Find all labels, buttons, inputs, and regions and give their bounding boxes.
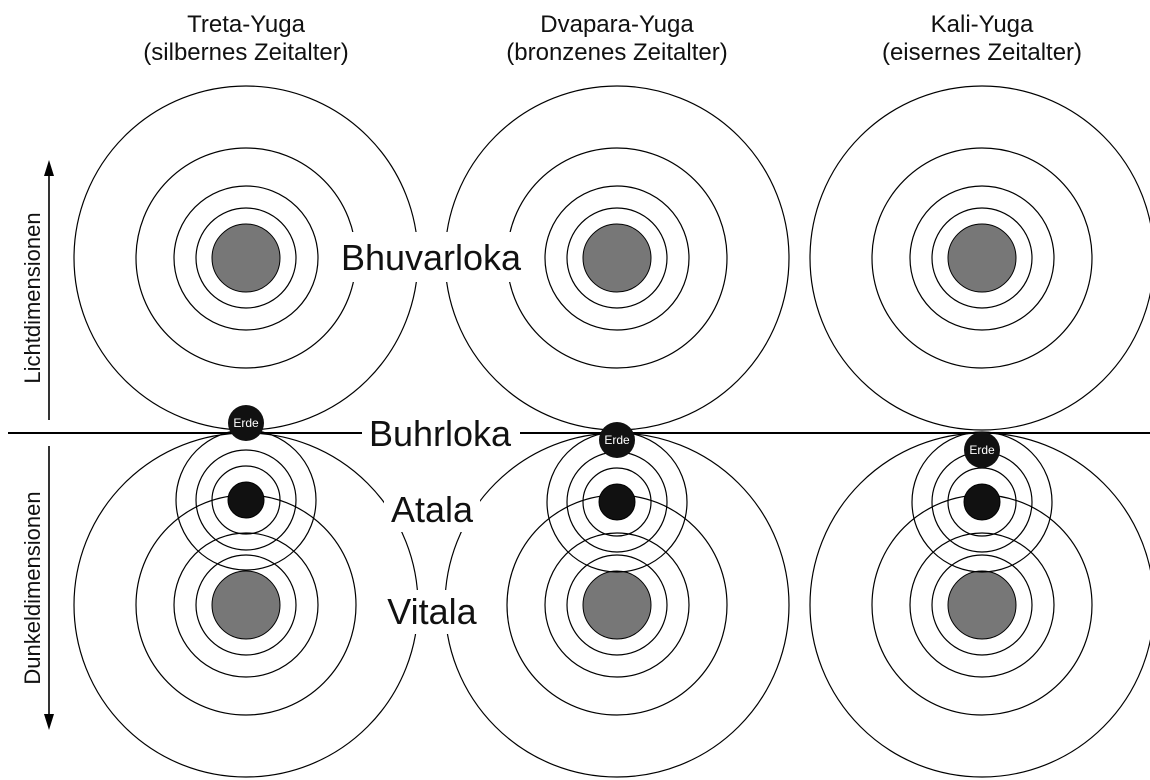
- buhrloka-label-bg: [362, 412, 520, 456]
- label-atala: Atala: [391, 489, 474, 530]
- earth-label-3: Erde: [969, 443, 995, 457]
- atala-core-2: [598, 483, 636, 521]
- atala-ring-1-2: [195, 449, 297, 551]
- column-2-subtitle: (bronzenes Zeitalter): [506, 39, 727, 66]
- upper-ring-2-3: [544, 185, 690, 331]
- upper-core-3: [947, 223, 1017, 293]
- lower-ring-1-4: [195, 554, 297, 656]
- upper-core-1: [211, 223, 281, 293]
- vitala-label-bg: [384, 590, 480, 634]
- lower-ring-3-4: [931, 554, 1033, 656]
- column-3-title: Kali-Yuga: [931, 11, 1034, 38]
- column-1-subtitle: (silbernes Zeitalter): [143, 39, 348, 66]
- vertical-axis: Lichtdimensionen Dunkeldimensionen: [20, 160, 54, 730]
- label-vitala: Vitala: [387, 591, 477, 632]
- upper-ring-2-4: [566, 207, 668, 309]
- column-1-title: Treta-Yuga: [187, 11, 305, 38]
- column-headers: Treta-Yuga (silbernes Zeitalter) Dvapara…: [143, 11, 1082, 66]
- up-arrow-head: [44, 160, 54, 176]
- earth-marker-2: [599, 422, 635, 458]
- earth-marker-3: [964, 432, 1000, 468]
- lower-core-3: [947, 570, 1017, 640]
- upper-ring-3-1: [809, 85, 1150, 431]
- level-labels: Bhuvarloka Buhrloka Atala Vitala: [336, 232, 526, 634]
- earth-markers: Erde Erde Erde: [228, 405, 1000, 468]
- bhuvarloka-label-bg: [336, 232, 526, 282]
- earth-marker-1: [228, 405, 264, 441]
- upper-ring-1-4: [195, 207, 297, 309]
- column-3-subtitle: (eisernes Zeitalter): [882, 39, 1082, 66]
- earth-label-2: Erde: [604, 433, 630, 447]
- lower-core-1: [211, 570, 281, 640]
- upper-ring-3-3: [909, 185, 1055, 331]
- label-dunkeldimensionen: Dunkeldimensionen: [20, 491, 45, 684]
- ring-systems: [73, 85, 1150, 778]
- atala-ring-2-3: [582, 467, 652, 537]
- upper-ring-3-2: [871, 147, 1093, 369]
- atala-label-bg: [384, 488, 480, 532]
- label-bhuvarloka: Bhuvarloka: [341, 237, 522, 278]
- lower-core-2: [582, 570, 652, 640]
- label-lichtdimensionen: Lichtdimensionen: [20, 212, 45, 383]
- lower-ring-1-3: [173, 532, 319, 678]
- upper-ring-3-4: [931, 207, 1033, 309]
- column-2-title: Dvapara-Yuga: [540, 11, 694, 38]
- earth-label-1: Erde: [233, 416, 259, 430]
- lower-ring-2-4: [566, 554, 668, 656]
- atala-core-1: [227, 481, 265, 519]
- atala-ring-1-3: [211, 465, 281, 535]
- upper-core-2: [582, 223, 652, 293]
- lower-ring-2-3: [544, 532, 690, 678]
- upper-ring-1-3: [173, 185, 319, 331]
- atala-core-3: [963, 483, 1001, 521]
- lower-ring-3-3: [909, 532, 1055, 678]
- label-buhrloka: Buhrloka: [369, 413, 512, 454]
- down-arrow-head: [44, 714, 54, 730]
